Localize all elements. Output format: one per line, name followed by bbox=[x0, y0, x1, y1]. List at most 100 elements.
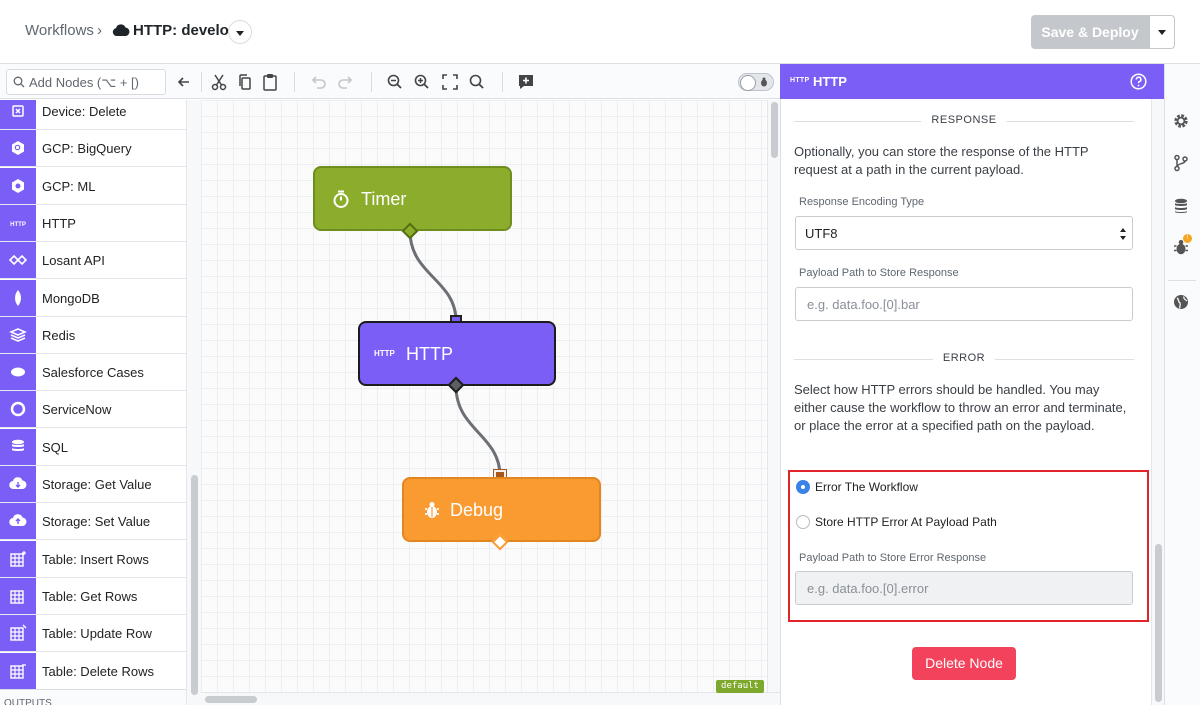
cut-icon[interactable] bbox=[209, 72, 229, 92]
gear-icon[interactable] bbox=[1172, 112, 1190, 130]
add-nodes-search[interactable]: Add Nodes (⌥ + [) bbox=[6, 69, 166, 95]
http-icon: HTTP bbox=[0, 204, 36, 241]
servicenow-icon bbox=[0, 391, 36, 428]
canvas-toolbar: Add Nodes (⌥ + [) bbox=[0, 64, 780, 99]
toolbar-divider bbox=[201, 72, 202, 92]
palette-item[interactable]: GCP: ML bbox=[0, 167, 186, 205]
response-path-input[interactable] bbox=[795, 287, 1133, 321]
store-error-label[interactable]: Store HTTP Error At Payload Path bbox=[815, 515, 997, 529]
cloud-icon bbox=[112, 24, 130, 36]
palette-item[interactable]: Redis bbox=[0, 316, 186, 354]
device-delete-icon bbox=[0, 100, 36, 129]
search-icon bbox=[13, 76, 25, 88]
add-comment-icon[interactable] bbox=[516, 72, 536, 92]
zoom-in-icon[interactable] bbox=[412, 72, 432, 92]
palette-item-label: Table: Insert Rows bbox=[42, 551, 149, 567]
palette-scrollbar[interactable] bbox=[186, 100, 201, 705]
palette-item[interactable]: Storage: Set Value bbox=[0, 503, 186, 541]
palette-item[interactable]: Table: Get Rows bbox=[0, 577, 186, 615]
redo-icon[interactable] bbox=[336, 72, 356, 92]
debug-bug-icon[interactable] bbox=[1172, 238, 1190, 256]
table-get-icon bbox=[0, 577, 36, 614]
palette-item-label: Table: Get Rows bbox=[42, 588, 138, 604]
error-path-input bbox=[795, 571, 1133, 605]
error-options-highlight bbox=[788, 470, 1149, 622]
canvas-vertical-scrollbar-thumb[interactable] bbox=[771, 102, 778, 158]
debug-notification-badge: ! bbox=[1183, 234, 1192, 243]
database-icon[interactable] bbox=[1172, 197, 1190, 215]
palette-item[interactable]: GCP: BigQuery bbox=[0, 130, 186, 168]
panel-scrollbar-thumb[interactable] bbox=[1155, 544, 1162, 702]
undo-icon[interactable] bbox=[308, 72, 328, 92]
palette-item[interactable]: Table: Delete Rows bbox=[0, 652, 186, 690]
bug-icon bbox=[425, 502, 439, 518]
palette-item[interactable]: ServiceNow bbox=[0, 391, 186, 429]
workflow-menu-chevron-down-icon[interactable] bbox=[228, 20, 252, 44]
breadcrumb-workflows[interactable]: Workflows bbox=[25, 22, 94, 39]
palette-item-label: Losant API bbox=[42, 253, 105, 269]
copy-icon[interactable] bbox=[235, 72, 255, 92]
palette-scrollbar-thumb[interactable] bbox=[191, 475, 198, 695]
canvas-horizontal-scrollbar[interactable] bbox=[201, 692, 780, 705]
mongodb-icon bbox=[0, 279, 36, 316]
error-workflow-radio[interactable] bbox=[796, 480, 810, 494]
debug-mode-toggle[interactable] bbox=[738, 73, 774, 91]
http-node[interactable]: HTTP HTTP bbox=[358, 321, 556, 386]
cloud-download-icon bbox=[0, 466, 36, 502]
palette-item-label: Device: Delete bbox=[42, 104, 127, 119]
canvas-horizontal-scrollbar-thumb[interactable] bbox=[205, 696, 257, 703]
palette-item[interactable]: SQL bbox=[0, 428, 186, 466]
git-branch-icon[interactable] bbox=[1172, 154, 1190, 172]
globe-icon[interactable] bbox=[1172, 293, 1190, 311]
losant-api-icon bbox=[0, 242, 36, 279]
paste-icon[interactable] bbox=[260, 72, 280, 92]
palette-item-label: Table: Update Row bbox=[42, 626, 152, 642]
zoom-reset-icon[interactable] bbox=[467, 72, 487, 92]
gcp-ml-icon bbox=[0, 167, 36, 204]
select-arrows-icon bbox=[1120, 228, 1126, 240]
error-description: Select how HTTP errors should be handled… bbox=[794, 382, 1127, 433]
fit-to-screen-icon[interactable] bbox=[440, 72, 460, 92]
palette-item[interactable]: Table: Insert Rows bbox=[0, 540, 186, 578]
save-options-chevron-down-icon[interactable] bbox=[1149, 15, 1175, 49]
palette-item[interactable]: MongoDB bbox=[0, 279, 186, 317]
collapse-palette-arrow-left-icon[interactable] bbox=[174, 72, 194, 92]
palette-item[interactable]: Losant API bbox=[0, 242, 186, 280]
palette-item-label: Table: Delete Rows bbox=[42, 663, 154, 679]
table-delete-icon bbox=[0, 652, 36, 689]
response-description: Optionally, you can store the response o… bbox=[794, 144, 1089, 177]
canvas-vertical-scrollbar[interactable] bbox=[767, 100, 780, 692]
response-encoding-select[interactable]: UTF8 bbox=[795, 216, 1133, 250]
debug-node-label: Debug bbox=[450, 500, 504, 520]
zoom-out-icon[interactable] bbox=[385, 72, 405, 92]
salesforce-icon bbox=[0, 354, 36, 391]
palette-item-label: GCP: ML bbox=[42, 178, 96, 194]
palette-item-label: Salesforce Cases bbox=[42, 365, 144, 381]
http-node-label: HTTP bbox=[406, 344, 453, 364]
save-deploy-button[interactable]: Save & Deploy bbox=[1031, 15, 1149, 49]
response-encoding-label: Response Encoding Type bbox=[799, 196, 925, 208]
palette-item[interactable]: Table: Update Row bbox=[0, 615, 186, 653]
store-error-radio[interactable] bbox=[796, 515, 810, 529]
response-section-title-text: RESPONSE bbox=[921, 114, 1007, 126]
response-encoding-value: UTF8 bbox=[805, 226, 838, 241]
panel-scrollbar[interactable] bbox=[1151, 99, 1164, 705]
palette-item[interactable]: Storage: Get Value bbox=[0, 466, 186, 503]
palette-item[interactable]: Salesforce Cases bbox=[0, 354, 186, 392]
palette-item-label: MongoDB bbox=[42, 290, 100, 306]
error-section-title-text: ERROR bbox=[932, 352, 996, 364]
timer-node[interactable]: Timer bbox=[313, 166, 512, 231]
help-icon[interactable] bbox=[1130, 73, 1147, 90]
error-workflow-label[interactable]: Error The Workflow bbox=[815, 480, 918, 494]
node-panel-title: HTTP bbox=[813, 74, 847, 89]
palette-item-label: Storage: Get Value bbox=[42, 477, 152, 492]
toolbar-divider bbox=[371, 72, 372, 92]
outputs-section-header[interactable]: OUTPUTS bbox=[0, 689, 186, 705]
palette-item[interactable]: Device: Delete bbox=[0, 100, 186, 130]
cloud-upload-icon bbox=[0, 503, 36, 540]
debug-node[interactable]: Debug bbox=[402, 477, 601, 542]
toolbar-divider bbox=[294, 72, 295, 92]
delete-node-button[interactable]: Delete Node bbox=[912, 647, 1016, 680]
